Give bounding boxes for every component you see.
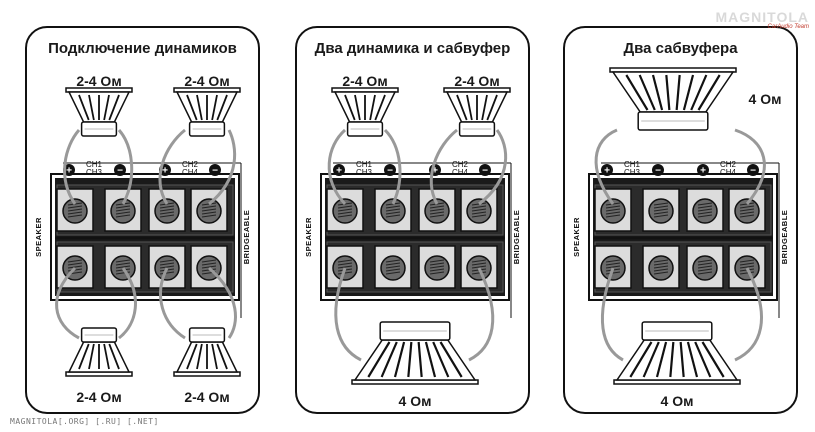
channel-label: CH4 [182,168,199,177]
screw-terminal [326,245,364,289]
footer-domains: MAGNITOLA[.ORG] [.RU] [.NET] [10,417,159,426]
panel-title: Подключение динамиков [48,40,237,57]
label-bottom-center: 4 Ом [661,393,694,409]
label-top-right: 2-4 Ом [184,73,229,89]
screw-terminal [460,188,498,232]
label-top-left: 2-4 Ом [76,73,121,89]
screw-terminal [190,188,228,232]
screw-terminal [104,245,142,289]
plus-icon: + [697,164,709,177]
label-bottom-center: 4 Ом [399,393,432,409]
svg-text:+: + [336,166,342,177]
side-label-bridgeable: BRIDGEABLE [512,210,521,265]
panel-title: Два сабвуфера [623,40,738,57]
side-label-speaker: SPEAKER [34,217,43,257]
svg-text:+: + [162,166,168,177]
speaker-wires [327,128,508,362]
svg-text:−: − [482,166,488,177]
screw-terminal [374,188,412,232]
screw-terminal [104,188,142,232]
minus-icon: − [114,164,126,177]
side-label-bridgeable: BRIDGEABLE [242,210,251,265]
screw-terminal [594,245,632,289]
label-top-left: 2-4 Ом [342,73,387,89]
brand-watermark: MAGNITOLA CarAudio Team [715,10,809,30]
screw-terminal [148,188,186,232]
subwoofer-top [609,67,737,131]
screw-terminal [642,188,680,232]
screw-terminal [728,188,766,232]
screw-terminal [728,245,766,289]
channel-label: CH3 [86,168,103,177]
svg-text:−: − [387,166,393,177]
svg-text:−: − [750,166,756,177]
channel-label: CH4 [720,168,737,177]
subwoofer-bottom [351,321,479,385]
channel-label: CH1 [356,160,373,169]
label-bottom-right: 2-4 Ом [184,389,229,405]
channel-label: CH2 [720,160,737,169]
side-label-bridgeable: BRIDGEABLE [780,210,789,265]
channel-label: CH4 [452,168,469,177]
panel-title: Два динамика и сабвуфер [314,40,511,57]
minus-icon: − [747,164,759,177]
minus-icon: − [209,164,221,177]
screw-terminal [148,245,186,289]
channel-label: CH1 [624,160,641,169]
screw-terminal [326,188,364,232]
watermark-brand: MAGNITOLA [715,9,809,25]
speaker-top-left [65,87,133,137]
speaker-top-right [173,87,241,137]
label-top-right: 4 Ом [749,91,782,107]
minus-icon: − [652,164,664,177]
label-top-right: 2-4 Ом [454,73,499,89]
speaker-wires [55,128,237,340]
side-label-speaker: SPEAKER [304,217,313,257]
channel-label: CH2 [182,160,199,169]
screw-terminal [56,188,94,232]
svg-text:+: + [432,166,438,177]
channel-label: CH3 [624,168,641,177]
plus-icon: + [601,164,613,177]
subwoofer-bottom [613,321,741,385]
svg-text:−: − [212,166,218,177]
plus-icon: + [333,164,345,177]
speaker-bottom-right [173,327,241,377]
screw-terminal [418,245,456,289]
screw-terminal [642,245,680,289]
svg-text:−: − [117,166,123,177]
svg-text:+: + [700,166,706,177]
svg-text:+: + [604,166,610,177]
screw-terminal [460,245,498,289]
speaker-bottom-left [65,327,133,377]
speaker-wires [594,128,766,362]
watermark-tag: CarAudio Team [767,24,809,30]
screw-terminal [686,188,724,232]
minus-icon: − [479,164,491,177]
speaker-top-left [331,87,399,137]
screw-terminal [418,188,456,232]
label-bottom-left: 2-4 Ом [76,389,121,405]
channel-label: CH2 [452,160,469,169]
channel-label: CH3 [356,168,373,177]
channel-label: CH1 [86,160,103,169]
screw-terminal [686,245,724,289]
minus-icon: − [384,164,396,177]
speaker-top-right [443,87,511,137]
svg-text:+: + [66,166,72,177]
svg-text:−: − [655,166,661,177]
screw-terminal [594,188,632,232]
screw-terminal [374,245,412,289]
side-label-speaker: SPEAKER [572,217,581,257]
